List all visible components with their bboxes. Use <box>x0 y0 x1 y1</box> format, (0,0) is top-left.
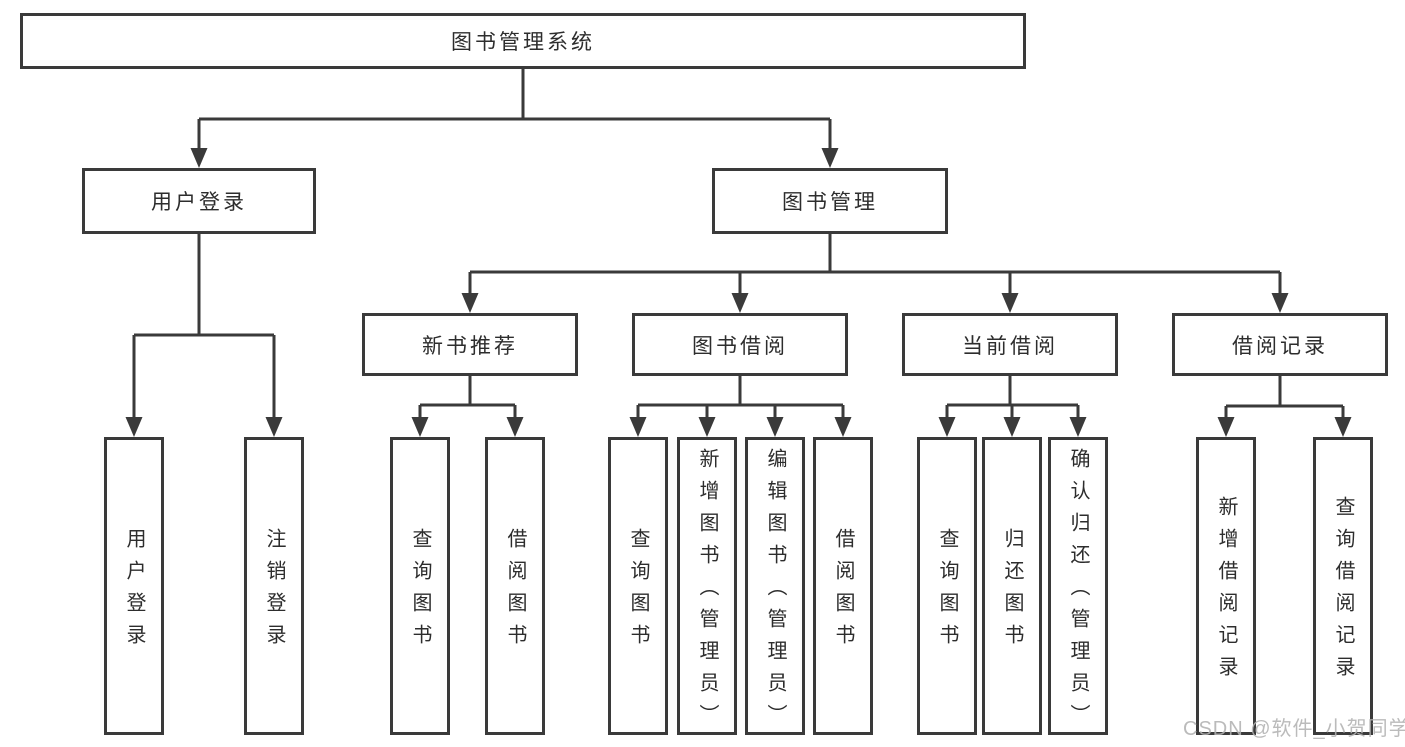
leaf-borrow-books-label: 借阅图书 <box>832 528 854 656</box>
leaf-logout: 注销登录 <box>244 437 304 735</box>
leaf-return-book: 归还图书 <box>982 437 1042 735</box>
leaf-borrow-books: 借阅图书 <box>813 437 873 735</box>
leaf-edit-book-admin: 编辑图书（管理员） <box>745 437 805 736</box>
leaf-query-books-borrow: 查询图书 <box>608 437 668 735</box>
leaf-query-borrow-record-label: 查询借阅记录 <box>1332 496 1354 688</box>
leaf-add-borrow-record: 新增借阅记录 <box>1196 437 1256 735</box>
leaf-user-login-label: 用户登录 <box>123 528 145 656</box>
leaf-query-books-current: 查询图书 <box>917 437 977 735</box>
leaf-query-books-current-label: 查询图书 <box>936 528 958 656</box>
csdn-watermark: CSDN @软件_小贺同学 <box>1183 718 1405 740</box>
node-book-management: 图书管理 <box>712 168 948 234</box>
leaf-borrow-books-recommend: 借阅图书 <box>485 437 545 735</box>
leaf-confirm-return-admin-label: 确认归还（管理员） <box>1067 448 1089 736</box>
leaf-confirm-return-admin: 确认归还（管理员） <box>1048 437 1108 736</box>
node-library-management-system: 图书管理系统 <box>20 13 1026 69</box>
leaf-return-book-label: 归还图书 <box>1001 528 1023 656</box>
leaf-query-borrow-record: 查询借阅记录 <box>1313 437 1373 735</box>
arrowheads <box>125 148 1352 437</box>
node-borrowing-records: 借阅记录 <box>1172 313 1388 376</box>
node-book-borrowing: 图书借阅 <box>632 313 848 376</box>
leaf-add-borrow-record-label: 新增借阅记录 <box>1215 496 1237 688</box>
leaf-edit-book-admin-label: 编辑图书（管理员） <box>764 448 786 736</box>
leaf-add-book-admin: 新增图书（管理员） <box>677 437 737 736</box>
leaf-query-books-recommend: 查询图书 <box>390 437 450 735</box>
leaf-query-books-borrow-label: 查询图书 <box>627 528 649 656</box>
node-user-login: 用户登录 <box>82 168 316 234</box>
leaf-query-books-recommend-label: 查询图书 <box>409 528 431 656</box>
leaf-user-login: 用户登录 <box>104 437 164 735</box>
leaf-borrow-books-recommend-label: 借阅图书 <box>504 528 526 656</box>
node-current-borrowing: 当前借阅 <box>902 313 1118 376</box>
node-new-book-recommend: 新书推荐 <box>362 313 578 376</box>
leaf-logout-label: 注销登录 <box>263 528 285 656</box>
leaf-add-book-admin-label: 新增图书（管理员） <box>696 448 718 736</box>
